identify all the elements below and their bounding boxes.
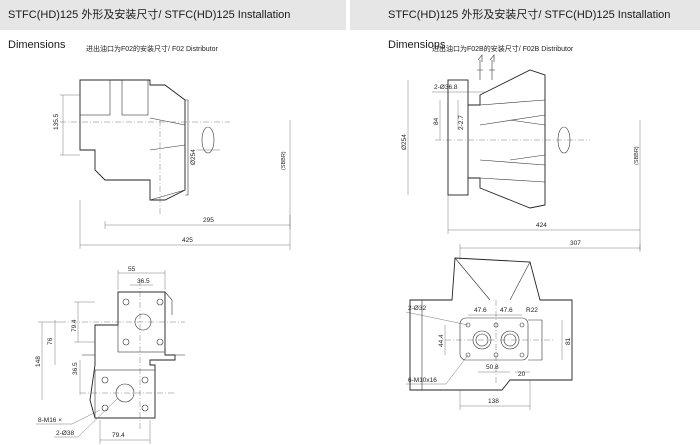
dim-425: 425 xyxy=(182,237,193,244)
dim-d32: 2-Ø32 xyxy=(408,305,426,312)
left-header: STFC(HD)125 外形及安装尺寸/ STFC(HD)125 Install… xyxy=(0,0,346,51)
dim-135-5: 135.5 xyxy=(53,113,60,130)
left-side-view: 135.5 Ø254 (SBBR) 295 425 xyxy=(53,79,291,250)
dim-79-4-h: 79.4 xyxy=(112,432,125,439)
left-subtitle: 进出油口为F02的安装尺寸/ F02 Distributor xyxy=(86,46,218,53)
dim-2-2-7: 2-2.7 xyxy=(458,115,465,130)
dim-36-5-top: 36.5 xyxy=(137,278,150,285)
dim-50-8: 50.8 xyxy=(486,364,499,371)
dim-76: 76 xyxy=(47,337,54,345)
dim-295: 295 xyxy=(203,217,214,224)
dim-m16: 8-M16 × xyxy=(38,417,62,424)
right-subtitle: 进出油口为F02B的安装尺寸/ F02B Distributor xyxy=(432,46,574,53)
dim-diameter-254: Ø254 xyxy=(190,149,197,165)
dim-84: 84 xyxy=(433,117,440,125)
dim-36-5-v: 36.5 xyxy=(72,362,79,375)
dim-m10: 6-M10x16 xyxy=(408,377,437,384)
dim-81: 81 xyxy=(565,337,572,345)
dim-79-4-v: 79.4 xyxy=(71,319,78,332)
svg-text:(SBBR): (SBBR) xyxy=(281,151,287,170)
dim-20: 20 xyxy=(518,371,526,378)
dim-47-6a: 47.6 xyxy=(474,307,487,314)
dim-d36-8: 2-Ø36.8 xyxy=(434,84,458,91)
panel-divider xyxy=(346,0,350,445)
dim-44-4: 44.4 xyxy=(438,334,445,347)
dim-138: 138 xyxy=(488,398,499,405)
dim-r22: R22 xyxy=(526,307,538,314)
dim-diameter-254-r: Ø254 xyxy=(401,134,408,150)
left-panel: STFC(HD)125 外形及安装尺寸/ STFC(HD)125 Install… xyxy=(0,0,346,445)
right-drawing: 2-Ø36.8 84 2-2.7 Ø254 (SBBR) 424 307 xyxy=(401,54,641,410)
right-header: STFC(HD)125 外形及安装尺寸/ STFC(HD)125 Install… xyxy=(350,0,700,51)
dim-47-6b: 47.6 xyxy=(500,307,513,314)
dim-d38: 2-Ø38 xyxy=(56,430,74,437)
right-panel: STFC(HD)125 外形及安装尺寸/ STFC(HD)125 Install… xyxy=(350,0,700,445)
dim-424: 424 xyxy=(536,222,547,229)
left-front-view: 55 36.5 79.4 76 xyxy=(35,266,185,444)
right-side-view: 2-Ø36.8 84 2-2.7 Ø254 (SBBR) 424 xyxy=(401,54,641,250)
dim-55: 55 xyxy=(128,266,136,273)
left-drawing: 135.5 Ø254 (SBBR) 295 425 55 36.5 xyxy=(35,79,291,444)
svg-text:(SBBR): (SBBR) xyxy=(634,146,640,165)
dim-148: 148 xyxy=(35,356,42,367)
right-front-view: 307 2-Ø32 47.6 47.6 R22 xyxy=(405,240,641,410)
dim-307: 307 xyxy=(570,240,581,247)
